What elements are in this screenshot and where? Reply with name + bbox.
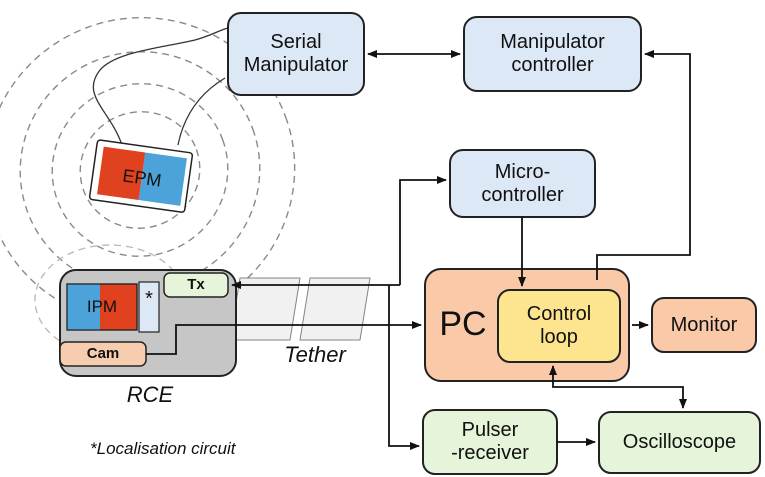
serial-manipulator-block bbox=[227, 12, 365, 96]
ipm-magnet-outline bbox=[66, 283, 138, 331]
epm-cables bbox=[92, 27, 229, 146]
tether-label: Tether bbox=[284, 342, 346, 368]
monitor-label: Monitor bbox=[670, 313, 738, 336]
ipm-magnet-blue-half bbox=[67, 284, 100, 330]
tx-block bbox=[163, 272, 229, 298]
rce-label: RCE bbox=[126, 382, 174, 408]
pulser-receiver-label: Pulser -receiver bbox=[451, 419, 529, 464]
control-loop-block bbox=[497, 289, 621, 363]
localisation-circuit bbox=[138, 281, 160, 333]
epm-magnet bbox=[88, 139, 194, 213]
cam-label: Cam bbox=[86, 345, 120, 363]
pc-label: PC bbox=[439, 305, 487, 344]
control-loop-label: Control loop bbox=[526, 303, 592, 348]
tx-label: Tx bbox=[187, 276, 205, 294]
monitor-block bbox=[651, 297, 757, 353]
footnote: *Localisation circuit bbox=[90, 439, 236, 459]
oscilloscope-block bbox=[598, 411, 761, 474]
serial-manipulator-label: Serial Manipulator bbox=[243, 31, 349, 76]
ipm-label: IPM bbox=[86, 297, 118, 317]
tether bbox=[229, 277, 371, 341]
microcontroller-label: Micro- controller bbox=[481, 160, 564, 206]
connectors bbox=[146, 50, 691, 450]
localisation-asterisk: * bbox=[145, 287, 153, 310]
oscilloscope-label: Oscilloscope bbox=[622, 431, 737, 453]
manipulator-controller-label: Manipulator controller bbox=[500, 31, 605, 76]
manipulator-controller-block bbox=[463, 16, 642, 92]
